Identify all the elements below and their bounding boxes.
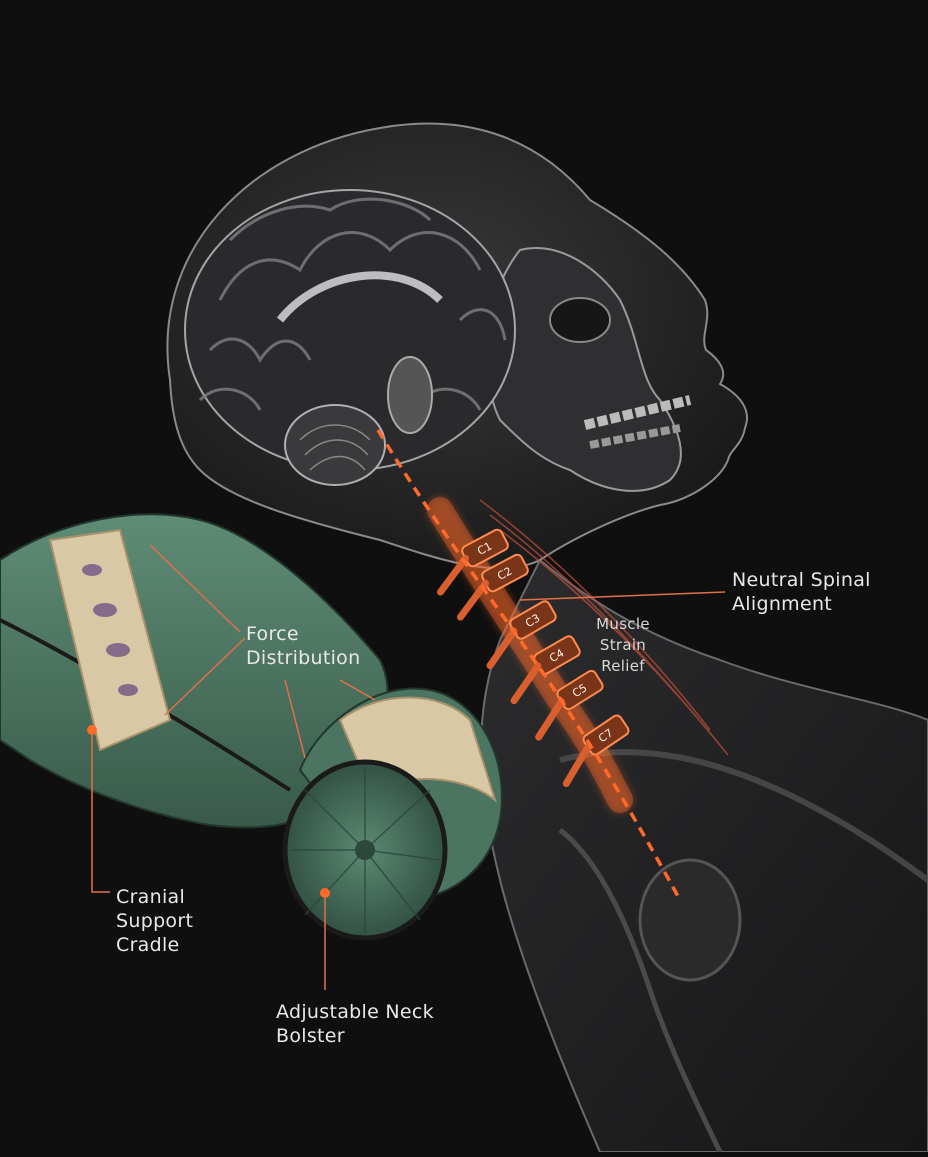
vertebra-label: C3 [523,611,542,630]
vertebra-label: C1 [475,540,494,558]
cerebellum-folds [299,424,371,471]
spinous-process [510,662,542,705]
spinous-process [535,698,565,741]
vertebra-c2: C2 [456,553,529,621]
vertebra-label: C2 [495,565,514,583]
cerebellum [284,404,386,486]
teeth-row [583,395,692,430]
shoulder-joint [638,858,742,982]
vertebra-c3: C3 [486,600,557,670]
label-line: Muscle [596,615,650,633]
leader-neutral-spinal [519,591,726,601]
label-line: Adjustable Neck [276,1001,434,1023]
clavicle-outline [559,749,928,883]
label-neutral-spinal-alignment: Neutral Spinal Alignment [732,568,871,616]
label-line: Neutral Spinal [732,569,871,591]
label-line: Strain [599,636,647,654]
label-adjustable-neck-bolster: Adjustable Neck Bolster [276,1000,434,1048]
corpus-callosum [276,271,443,323]
teeth-row-lower [589,424,681,449]
vertebra-label: C4 [547,646,566,665]
spinous-process [562,743,592,787]
label-line: Relief [601,657,645,675]
label-line: Force [246,623,299,645]
neck-muscles [479,499,729,756]
leader-force-3 [284,679,306,759]
vertebra-c4: C4 [510,635,581,705]
leader-force-4 [339,679,376,701]
skull-outline [485,247,682,492]
leader-lines [91,544,726,990]
spinous-process [486,627,518,670]
bolster-center-button [355,840,375,860]
pillow-band-pattern [82,564,138,696]
leader-force-1 [149,544,241,633]
marker-bolster [320,888,330,898]
bolster-gathers [290,765,441,935]
marker-cranial [87,725,97,735]
label-force-distribution: Force Distribution [246,622,360,670]
vertebra-c5: C5 [535,669,604,741]
eye-socket [549,297,611,343]
label-line: Distribution [246,647,361,669]
label-line: Support [116,910,194,932]
leader-force-2 [164,637,246,716]
leader-cranial [91,730,110,893]
brain-gyri [198,197,507,411]
label-cranial-support-cradle: Cranial Support Cradle [116,885,193,957]
brainstem [387,356,433,434]
label-line: Bolster [276,1025,345,1047]
label-muscle-strain-relief: Muscle Strain Relief [585,614,661,677]
label-line: Alignment [732,593,833,615]
label-line: Cranial [116,886,186,908]
label-line: Cradle [116,934,180,956]
pillow-band [48,528,172,752]
vertebra-c7: C7 [562,714,630,787]
scapula-outline [558,828,723,1154]
